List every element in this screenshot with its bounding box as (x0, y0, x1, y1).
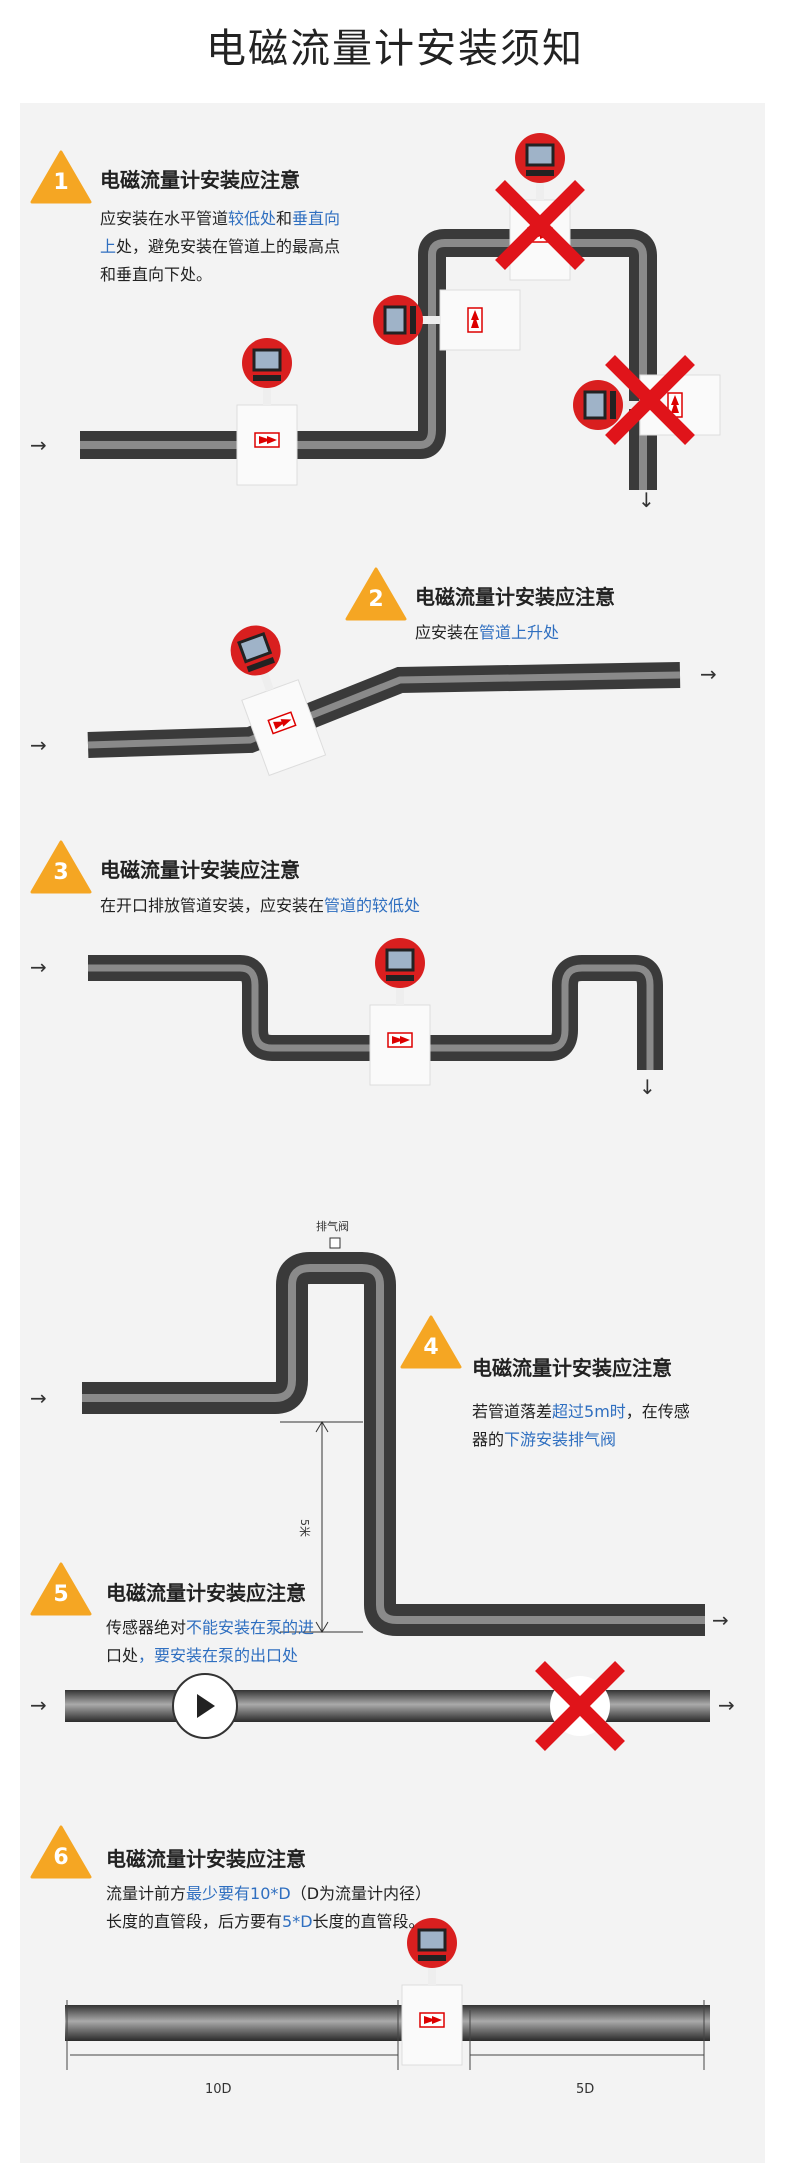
flow-in-arrow-3: → (30, 955, 47, 979)
warning-triangle-icon: 1 (30, 150, 92, 204)
step-number: 6 (53, 1845, 69, 1870)
text-segment: 在开口排放管道安装，应安装在 (100, 896, 325, 915)
description-line: 传感器绝对不能安装在泵的进 (106, 1614, 314, 1642)
description-line: 流量计前方最少要有10*D（D为流量计内径） (106, 1880, 431, 1908)
warning-triangle-icon: 3 (30, 840, 92, 894)
section-heading: 电磁流量计安装应注意 (472, 1356, 672, 1380)
vent-valve-label: 排气阀 (316, 1220, 349, 1233)
diagram-5 (65, 1666, 710, 1746)
downstream-length-label: 5D (576, 2082, 595, 2097)
upstream-length-label: 10D (205, 2082, 232, 2097)
highlight-text: 5*D (282, 1912, 313, 1931)
text-segment: 流量计前方 (106, 1884, 187, 1903)
text-segment: 应安装在 (415, 623, 480, 642)
flow-in-arrow-5: → (30, 1693, 47, 1717)
highlight-text: 管道的较低处 (324, 896, 421, 915)
text-segment: 和垂直向下处。 (100, 265, 213, 284)
highlight-text: 上 (100, 237, 117, 256)
flow-in-arrow-4: → (30, 1386, 47, 1410)
section-heading: 电磁流量计安装应注意 (100, 858, 300, 882)
description-line: 和垂直向下处。 (100, 261, 340, 289)
description-line: 长度的直管段，后方要有5*D长度的直管段。 (106, 1908, 431, 1936)
highlight-text: ，要安装在泵的出口处 (138, 1646, 299, 1665)
flow-out-arrow-3: ↓ (639, 1075, 656, 1099)
description-line: 器的下游安装排气阀 (472, 1426, 690, 1454)
diagram-6 (65, 1916, 710, 2070)
highlight-text: 管道上升处 (479, 623, 560, 642)
text-segment: 处，避免安装在管道上的最高点 (116, 237, 341, 256)
flow-out-arrow-5: → (718, 1693, 735, 1717)
section-description: 应安装在管道上升处 (415, 619, 559, 647)
highlight-text: 超过5m时 (552, 1402, 626, 1421)
section-description: 传感器绝对不能安装在泵的进口处，要安装在泵的出口处 (106, 1614, 314, 1670)
section-description: 在开口排放管道安装，应安装在管道的较低处 (100, 892, 420, 920)
section-heading: 电磁流量计安装应注意 (106, 1581, 306, 1605)
diagram-2 (87, 615, 681, 777)
description-line: 口处，要安装在泵的出口处 (106, 1642, 314, 1670)
step-number: 2 (368, 587, 384, 612)
section-description: 流量计前方最少要有10*D（D为流量计内径）长度的直管段，后方要有5*D长度的直… (106, 1880, 431, 1936)
step-number: 5 (53, 1582, 69, 1607)
section-heading: 电磁流量计安装应注意 (106, 1847, 306, 1871)
highlight-text: 垂直向 (292, 209, 341, 228)
section-heading: 电磁流量计安装应注意 (100, 168, 300, 192)
text-segment: 若管道落差 (472, 1402, 553, 1421)
description-line: 若管道落差超过5m时，在传感 (472, 1398, 690, 1426)
description-line: 在开口排放管道安装，应安装在管道的较低处 (100, 892, 420, 920)
text-segment: 器的 (472, 1430, 505, 1449)
text-segment: 口处 (106, 1646, 139, 1665)
text-segment: ，在传感 (625, 1402, 690, 1421)
description-line: 应安装在水平管道较低处和垂直向 (100, 205, 340, 233)
step-number: 3 (53, 860, 69, 885)
text-segment: 和 (276, 209, 293, 228)
warning-triangle-icon: 4 (400, 1315, 462, 1369)
flow-out-arrow-1: ↓ (638, 488, 655, 512)
flow-in-arrow-1: → (30, 433, 47, 457)
step-number: 1 (53, 170, 69, 195)
flow-out-arrow-4: → (712, 1608, 729, 1632)
description-line: 上处，避免安装在管道上的最高点 (100, 233, 340, 261)
highlight-text: 较低处 (228, 209, 277, 228)
section-description: 若管道落差超过5m时，在传感器的下游安装排气阀 (472, 1398, 690, 1454)
text-segment: 长度的直管段。 (312, 1912, 425, 1931)
diagram-1 (80, 131, 722, 490)
section-description: 应安装在水平管道较低处和垂直向上处，避免安装在管道上的最高点和垂直向下处。 (100, 205, 340, 289)
warning-triangle-icon: 5 (30, 1562, 92, 1616)
page-title: 电磁流量计安装须知 (206, 26, 584, 72)
warning-triangle-icon: 2 (345, 567, 407, 621)
text-segment: 应安装在水平管道 (100, 209, 229, 228)
highlight-text: 最少要有10*D (186, 1884, 291, 1903)
text-segment: 长度的直管段，后方要有 (106, 1912, 283, 1931)
height-label: 5米 (298, 1519, 311, 1537)
highlight-text: 不能安装在泵的进 (186, 1618, 315, 1637)
flow-in-arrow-2: → (30, 733, 47, 757)
diagram-4 (82, 1237, 705, 1636)
diagram-3 (88, 936, 663, 1087)
text-segment: 传感器绝对 (106, 1618, 187, 1637)
section-heading: 电磁流量计安装应注意 (415, 585, 615, 609)
warning-triangle-icon: 6 (30, 1825, 92, 1879)
description-line: 应安装在管道上升处 (415, 619, 559, 647)
text-segment: （D为流量计内径） (290, 1884, 432, 1903)
highlight-text: 下游安装排气阀 (504, 1430, 617, 1449)
step-number: 4 (423, 1335, 439, 1360)
flow-out-arrow-2: → (700, 662, 717, 686)
